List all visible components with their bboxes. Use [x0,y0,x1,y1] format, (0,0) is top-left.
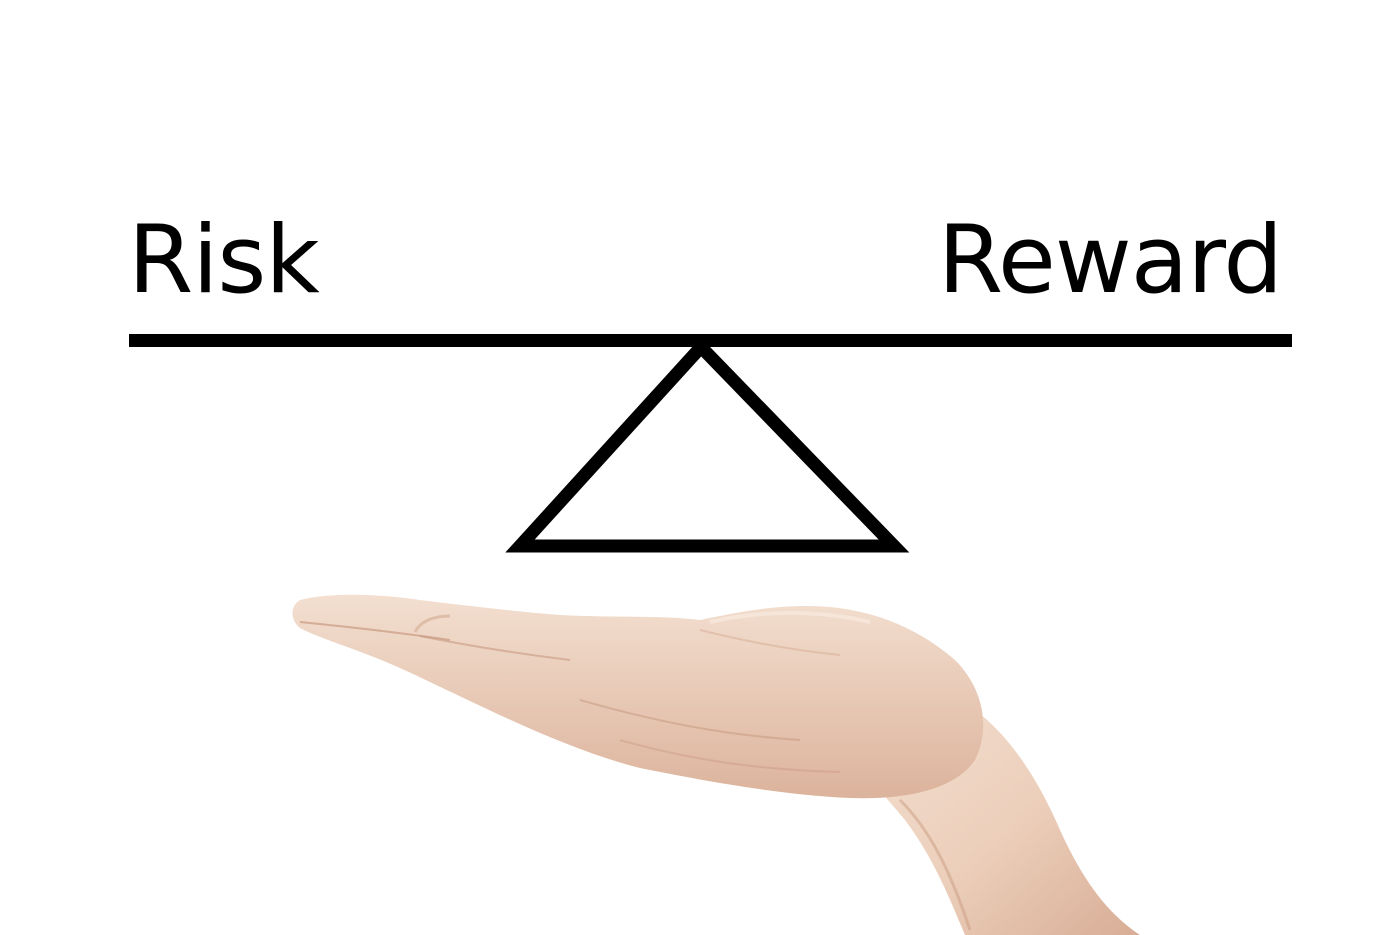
open-palm-hand [292,594,1140,935]
fulcrum-triangle [505,337,910,553]
balance-beam [129,334,1292,347]
risk-label: Risk [128,206,320,315]
reward-label: Reward [937,206,1283,315]
